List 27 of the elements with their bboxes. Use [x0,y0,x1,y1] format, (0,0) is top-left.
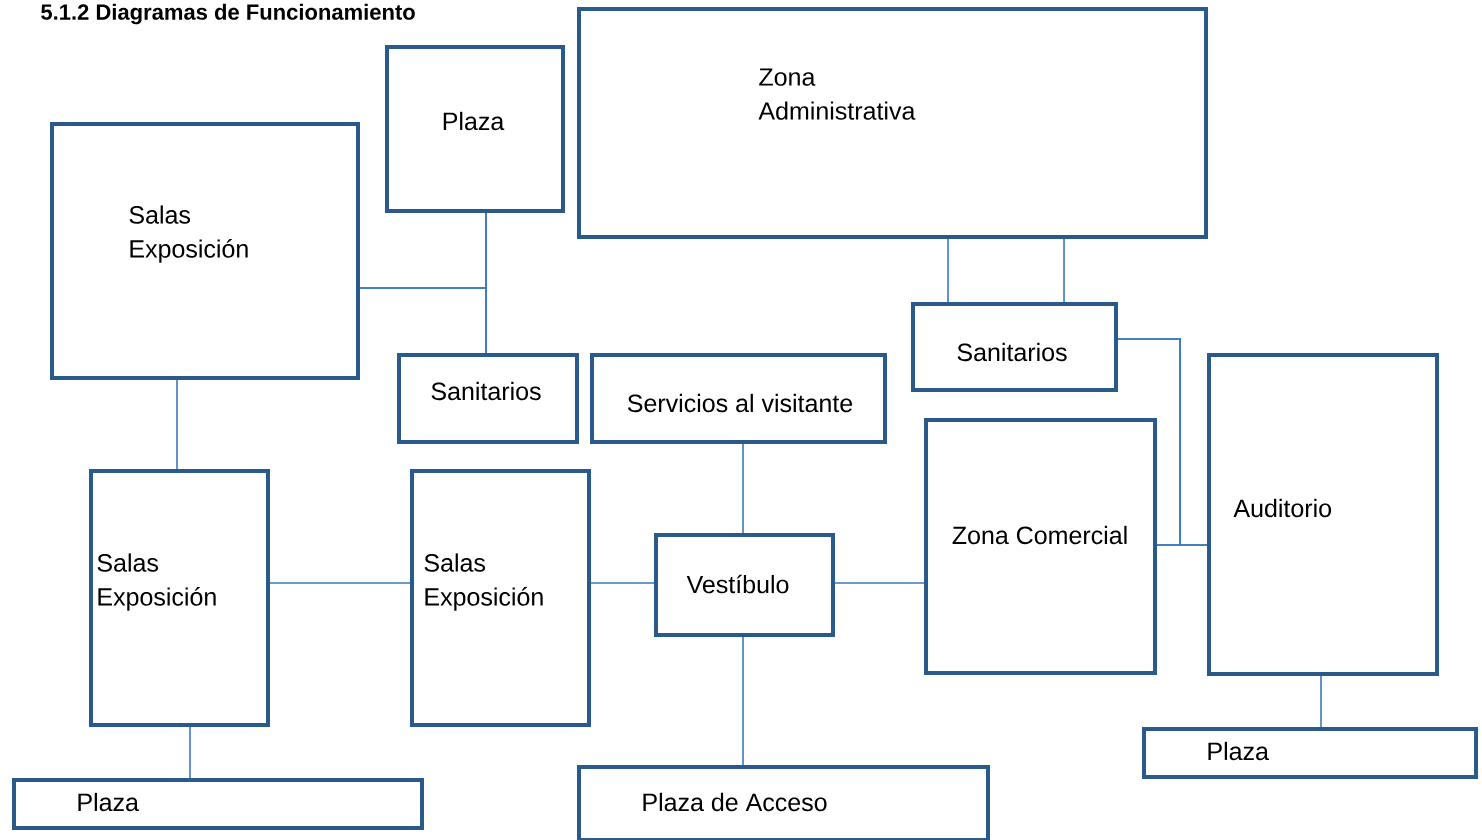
connector-line [176,379,178,470]
connector-line [742,443,744,534]
room-box: Plaza [1142,727,1479,779]
room-box: Auditorio [1207,353,1439,676]
room-box: Sanitarios [911,302,1118,392]
connector-line [947,238,949,303]
room-box: Plaza de Acceso [577,765,990,840]
connector-line [1320,675,1322,728]
connector-line [834,582,925,584]
connector-line [1117,338,1181,546]
room-box: Plaza [385,45,565,213]
room-box: Sanitarios [397,353,579,444]
room-box: Vestíbulo [654,533,835,637]
connector-line [1063,238,1065,303]
room-box: Salas Exposición [89,469,270,727]
connector-line [742,636,744,766]
connector-line [359,287,487,354]
room-box: Plaza [12,778,424,830]
room-box: Salas Exposición [50,122,360,380]
connector-line [269,582,411,584]
connector-line [590,582,655,584]
heading: 5.1.2 Diagramas de Funcionamiento [41,3,415,25]
room-box: Salas Exposición [410,469,591,727]
room-box: Servicios al visitante [590,353,887,444]
connector-line [189,726,191,779]
room-box: Zona Administrativa [577,7,1208,239]
room-box: Zona Comercial [924,418,1157,675]
